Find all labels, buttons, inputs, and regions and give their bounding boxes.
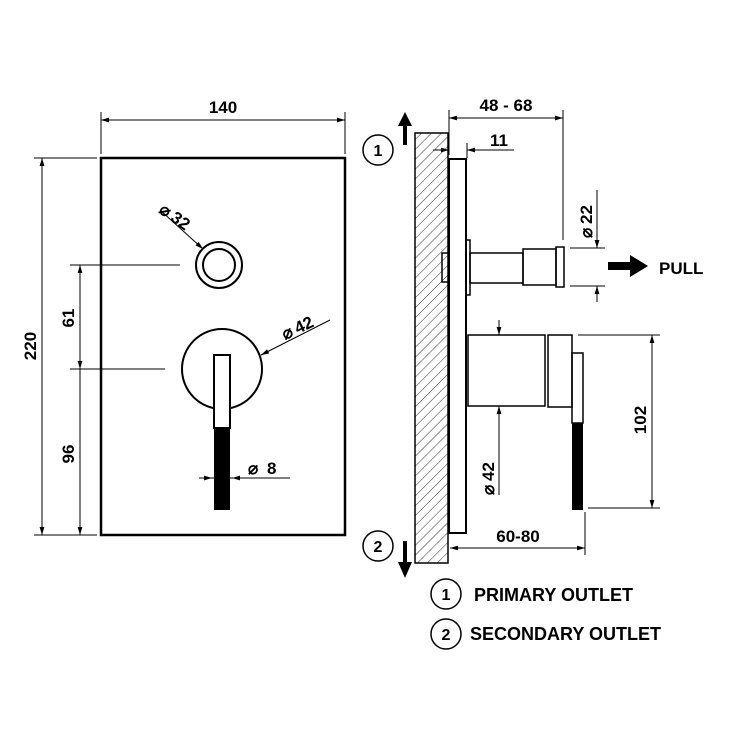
legend-marker-2 bbox=[430, 618, 462, 650]
front-view: 140 220 61 96 ⌀ 32 ⌀ 42 ⌀ 8 bbox=[21, 98, 347, 537]
secondary-outlet-arrow-icon bbox=[398, 541, 412, 578]
wall-section bbox=[414, 132, 449, 564]
secondary-outlet-marker-number: 2 bbox=[374, 539, 383, 556]
width-dimension: 140 bbox=[209, 98, 237, 117]
side-lever-grip bbox=[572, 423, 583, 510]
lever-diameter: 8 bbox=[267, 459, 276, 478]
primary-outlet-marker bbox=[362, 134, 394, 166]
primary-outlet-arrow-icon bbox=[398, 112, 412, 145]
knob-cap bbox=[555, 246, 565, 288]
primary-outlet-marker-number: 1 bbox=[374, 143, 383, 160]
diverter-diameter: 32 bbox=[167, 208, 193, 234]
pull-arrow-icon bbox=[608, 255, 648, 277]
knob-diameter: 22 bbox=[577, 205, 596, 224]
legend-marker-1 bbox=[430, 578, 462, 610]
knob-shaft bbox=[469, 252, 524, 284]
legend-number-1: 1 bbox=[442, 587, 451, 604]
handle-depth-dimension: 60-80 bbox=[496, 527, 539, 546]
handle-body bbox=[467, 334, 546, 407]
handle-height-dimension: 102 bbox=[631, 406, 650, 434]
legend: 1 PRIMARY OUTLET 2 SECONDARY OUTLET bbox=[430, 578, 661, 650]
legend-number-2: 2 bbox=[442, 627, 451, 644]
knob-ring bbox=[522, 248, 557, 286]
depth-range-dimension: 48 - 68 bbox=[480, 96, 533, 115]
plate-thickness-dimension: 11 bbox=[490, 131, 508, 150]
handle-front bbox=[547, 334, 573, 408]
lever-diameter-symbol: ⌀ bbox=[248, 459, 259, 478]
lever bbox=[213, 354, 231, 429]
height-dimension: 220 bbox=[21, 332, 40, 360]
cover-plate bbox=[99, 156, 347, 537]
legend-label-primary: PRIMARY OUTLET bbox=[474, 585, 633, 605]
handle-diameter: 42 bbox=[291, 312, 316, 337]
side-plate bbox=[448, 158, 467, 534]
rear-stub bbox=[441, 252, 450, 283]
knob-diameter-symbol: ⌀ bbox=[577, 227, 596, 238]
diverter-knob-outer bbox=[195, 241, 243, 289]
secondary-outlet-marker bbox=[362, 530, 394, 562]
legend-label-secondary: SECONDARY OUTLET bbox=[470, 624, 661, 644]
lower-dimension: 96 bbox=[59, 445, 78, 464]
side-lever bbox=[571, 352, 584, 424]
lever-grip bbox=[214, 428, 230, 510]
diverter-knob-inner bbox=[202, 248, 236, 282]
side-handle-diameter-symbol: ⌀ bbox=[479, 484, 498, 495]
upper-dimension: 61 bbox=[59, 309, 78, 328]
pull-label: PULL bbox=[659, 259, 703, 278]
side-view: 48 - 68 11 ⌀ 22 PULL ⌀ 42 102 60-80 bbox=[362, 96, 703, 578]
side-handle-diameter: 42 bbox=[479, 462, 498, 481]
